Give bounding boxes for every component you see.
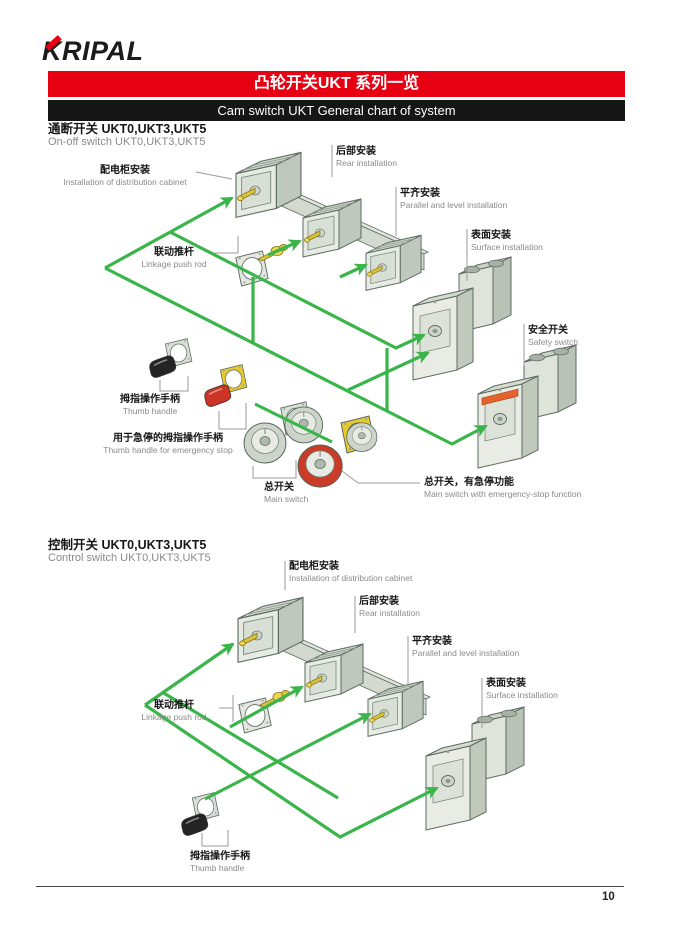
diagram-control-switch xyxy=(144,561,525,847)
page-number: 10 xyxy=(602,891,615,903)
label-surface-installation: 表面安装 Surface installation xyxy=(471,230,543,252)
thumb-handle xyxy=(180,813,209,837)
kripal-logo: KRIPAL xyxy=(42,33,172,69)
label-linkage-push-rod: 联动推杆 Linkage push rod xyxy=(141,247,207,269)
surface-enclosure xyxy=(425,706,525,831)
thumb-handle xyxy=(148,355,177,379)
label-leader-lines xyxy=(159,145,525,484)
diagram-on-off-switch xyxy=(104,145,577,488)
emergency-main-switch-dial xyxy=(297,444,343,488)
label-rear-installation: 后部安装 Rear installation xyxy=(336,146,397,168)
emergency-thumb-handle xyxy=(203,384,232,408)
section-2-title-en: Control switch UKT0,UKT3,UKT5 xyxy=(48,552,211,564)
label-thumb-handle-2: 拇指操作手柄 Thumb handle xyxy=(190,851,250,873)
label-distribution-cabinet-2: 配电柜安装 Installation of distribution cabin… xyxy=(289,561,413,583)
label-leader-lines xyxy=(201,561,483,847)
section-2-title-cn: 控制开关 UKT0,UKT3,UKT5 xyxy=(48,538,207,552)
label-main-switch-emergency: 总开关，有急停功能 Main switch with emergency-sto… xyxy=(424,477,582,499)
section-1-title-en: On-off switch UKT0,UKT3,UKT5 xyxy=(48,136,206,148)
banner-title-en: Cam switch UKT General chart of system xyxy=(48,100,625,121)
label-parallel-level-installation: 平齐安装 Parallel and level installation xyxy=(400,188,508,210)
label-safety-switch: 安全开关 Safety switch xyxy=(528,325,579,347)
label-thumb-handle-emergency: 用于急停的拇指操作手柄 Thumb handle for emergency s… xyxy=(103,433,233,455)
label-main-switch: 总开关 Main switch xyxy=(264,482,309,504)
banner-title-cn: 凸轮开关UKT 系列一览 xyxy=(48,71,625,97)
label-linkage-push-rod-2: 联动推杆 Linkage push rod xyxy=(141,700,207,722)
section-1-header: 通断开关 UKT0,UKT3,UKT5 On-off switch UKT0,U… xyxy=(48,122,206,149)
safety-enclosure xyxy=(477,344,577,469)
section-1-title-cn: 通断开关 UKT0,UKT3,UKT5 xyxy=(48,122,207,136)
label-thumb-handle: 拇指操作手柄 Thumb handle xyxy=(120,394,180,416)
label-rear-installation-2: 后部安装 Rear installation xyxy=(359,596,420,618)
assembly-arrows xyxy=(144,642,439,839)
footer-rule xyxy=(36,886,624,887)
label-distribution-cabinet: 配电柜安装 Installation of distribution cabin… xyxy=(63,165,187,187)
main-switch-dial xyxy=(243,422,287,464)
assembly-arrows xyxy=(104,196,488,446)
surface-enclosure xyxy=(412,256,512,381)
section-2-header: 控制开关 UKT0,UKT3,UKT5 Control switch UKT0,… xyxy=(48,538,211,565)
label-parallel-level-installation-2: 平齐安装 Parallel and level installation xyxy=(412,636,520,658)
label-surface-installation-2: 表面安装 Surface installation xyxy=(486,678,558,700)
